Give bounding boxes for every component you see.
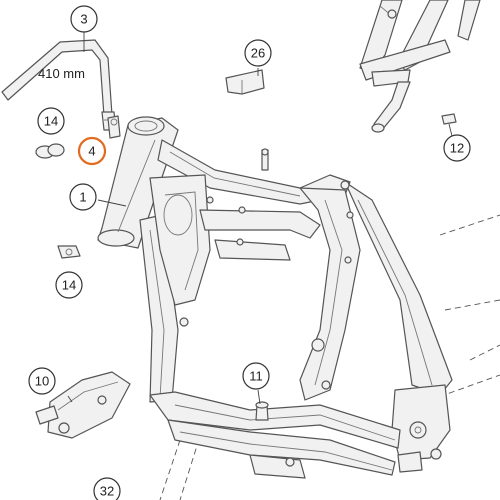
callout-10: 10 — [28, 367, 56, 395]
callout-1: 1 — [69, 183, 97, 211]
svg-text:26: 26 — [251, 46, 265, 61]
cap-part-lower — [57, 245, 81, 259]
callout-11: 11 — [242, 362, 270, 390]
callout-12: 12 — [443, 134, 471, 162]
svg-text:14: 14 — [44, 114, 58, 129]
subframe — [359, 0, 481, 137]
svg-text:14: 14 — [62, 278, 76, 293]
callout-4: 4 — [77, 136, 107, 166]
svg-text:32: 32 — [100, 484, 114, 499]
svg-text:4: 4 — [88, 144, 95, 159]
sticker-part — [225, 69, 265, 95]
cap-part-upper — [35, 143, 65, 159]
svg-text:10: 10 — [35, 374, 49, 389]
callout-14-upper: 14 — [37, 107, 65, 135]
leader-lines — [67, 32, 261, 405]
engine-mount-bracket — [35, 371, 131, 439]
vent-fitting — [107, 115, 121, 139]
svg-text:11: 11 — [249, 369, 263, 384]
svg-text:12: 12 — [450, 141, 464, 156]
callout-32: 32 — [93, 477, 121, 500]
callout-3: 3 — [70, 5, 98, 33]
hose-length-label: 410 mm — [38, 66, 85, 81]
main-frame — [97, 116, 453, 479]
bolt-part — [255, 401, 269, 421]
svg-text:1: 1 — [79, 190, 86, 205]
callout-26: 26 — [244, 39, 272, 67]
callout-14-lower: 14 — [55, 271, 83, 299]
svg-text:3: 3 — [80, 12, 87, 27]
